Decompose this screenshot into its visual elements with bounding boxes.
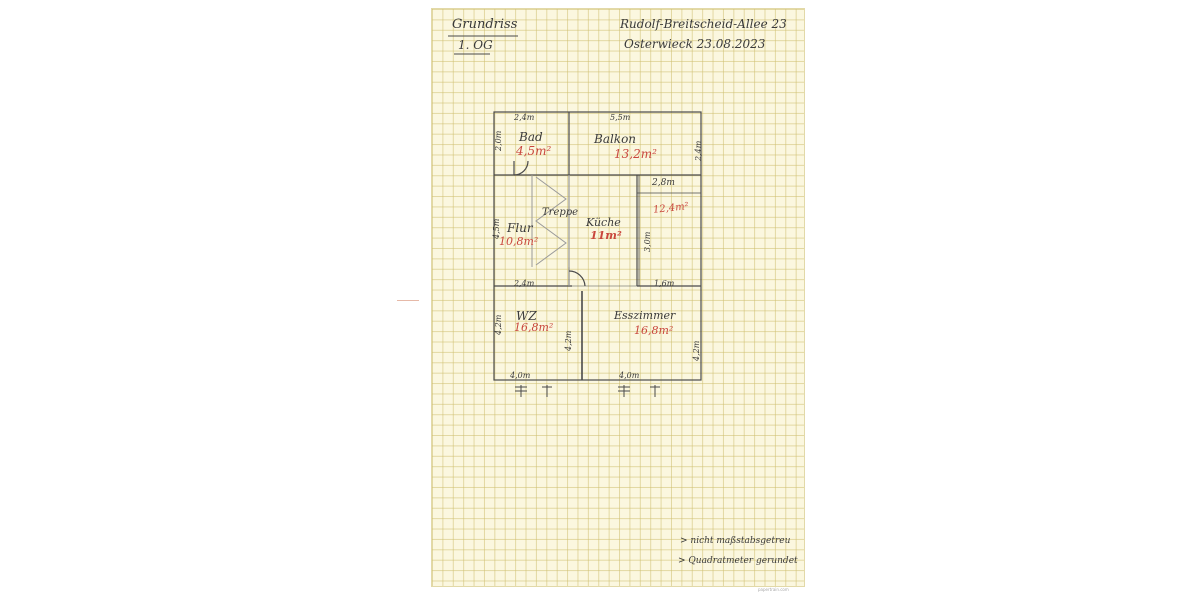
room-kueche-area: 11m² xyxy=(590,229,622,242)
room-treppe-name: Treppe xyxy=(542,207,579,218)
floor-label: 1. OG xyxy=(458,38,493,52)
room-wz-name: WZ xyxy=(516,309,537,323)
dim-bottom-right: 4,0m xyxy=(619,371,640,380)
room-esszimmer-area: 16,8m² xyxy=(634,324,674,337)
dim-kammer-bottom: 1,6m xyxy=(654,279,675,288)
address: Rudolf-Breitscheid-Allee 23 xyxy=(620,17,787,31)
note-rounded: > Quadratmeter gerundet xyxy=(678,556,798,566)
dim-wz-inner: 4,2m xyxy=(564,330,573,351)
outer-wall xyxy=(493,111,702,381)
graph-paper-sheet: Grundriss 1. OG Rudolf-Breitscheid-Allee… xyxy=(431,8,805,592)
stray-mark xyxy=(397,300,419,301)
dim-flur-bottom: 2,4m xyxy=(514,279,535,288)
door-arc-bad xyxy=(513,160,529,176)
dim-wz-side: 4,2m xyxy=(494,314,503,335)
room-esszimmer-name: Esszimmer xyxy=(614,309,676,322)
door-arc-flur xyxy=(568,270,586,287)
room-balkon-name: Balkon xyxy=(594,132,637,146)
room-flur-name: Flur xyxy=(507,221,533,235)
room-kueche-name: Küche xyxy=(586,216,621,229)
dim-kammer-top: 2,8m xyxy=(652,178,675,188)
floor-plan xyxy=(448,35,702,397)
dim-bad-side: 2,0m xyxy=(494,130,503,151)
plan-title: Grundriss xyxy=(452,17,518,32)
room-flur-area: 10,8m² xyxy=(499,235,539,248)
dim-balkon-side: 2,4m xyxy=(694,140,703,161)
dim-esszimmer-side: 4,2m xyxy=(692,340,701,361)
room-bad-area: 4,5m² xyxy=(516,144,552,158)
brand-footer: papertrain.com xyxy=(758,587,789,592)
dim-balkon-top: 5,5m xyxy=(610,113,631,122)
place-date: Osterwieck 23.08.2023 xyxy=(624,37,766,51)
room-balkon-area: 13,2m² xyxy=(614,147,657,161)
dim-kueche-side: 3,0m xyxy=(643,231,652,252)
dim-bottom-left: 4,0m xyxy=(510,371,531,380)
dim-bad-top: 2,4m xyxy=(514,113,535,122)
stair-zigzag xyxy=(535,176,567,266)
room-bad-name: Bad xyxy=(519,130,543,144)
note-not-to-scale: > nicht maßstabsgetreu xyxy=(680,536,791,546)
room-wz-area: 16,8m² xyxy=(514,321,554,334)
